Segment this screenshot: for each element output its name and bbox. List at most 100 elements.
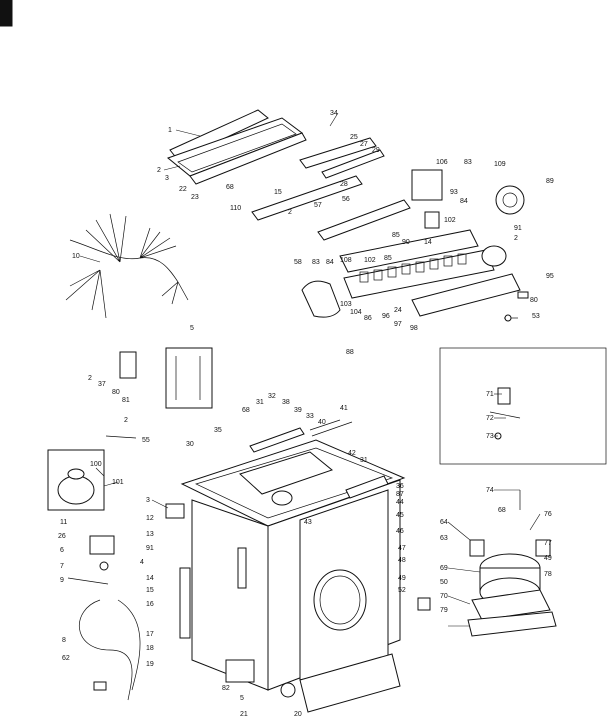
callout: 14: [424, 239, 432, 246]
callout: 31: [360, 457, 368, 464]
callout: 80: [530, 297, 538, 304]
callout: 90: [402, 239, 410, 246]
callout: 34: [330, 110, 338, 117]
callout: 15: [146, 587, 154, 594]
callout: 38: [282, 399, 290, 406]
callout: 6: [60, 547, 64, 554]
callout: 69: [440, 565, 448, 572]
callout: 1: [168, 127, 172, 134]
callout: 16: [146, 601, 154, 608]
callout: 18: [146, 645, 154, 652]
callout: 35: [214, 427, 222, 434]
left-parts: [47, 347, 213, 701]
callout: 83: [464, 159, 472, 166]
callout: 44: [396, 499, 404, 506]
cabinet: [165, 419, 406, 713]
callout: 55: [142, 437, 150, 444]
callout: 23: [191, 194, 199, 201]
callout: 39: [294, 407, 302, 414]
leader-lines: [79, 112, 541, 627]
callout: 49: [398, 575, 406, 582]
callout: 88: [346, 349, 354, 356]
callout: 76: [544, 511, 552, 518]
callout: 85: [384, 255, 392, 262]
callout: 72: [486, 415, 494, 422]
callout: 63: [440, 535, 448, 542]
callout: 19: [146, 661, 154, 668]
callout: 5: [240, 695, 244, 702]
motor-assembly: [417, 490, 557, 637]
callout: 68: [242, 407, 250, 414]
callout: 95: [546, 273, 554, 280]
callout: 74: [486, 487, 494, 494]
callout: 79: [440, 607, 448, 614]
callout: 102: [364, 257, 376, 264]
callout: 2: [288, 209, 292, 216]
callout: 77: [544, 540, 552, 547]
callout: 43: [304, 519, 312, 526]
wire-harness: [65, 213, 189, 319]
callout: 58: [294, 259, 302, 266]
callout: 62: [62, 655, 70, 662]
callout: 20: [294, 711, 302, 718]
callout: 9: [60, 577, 64, 584]
callout: 50: [440, 579, 448, 586]
callout: 36: [396, 483, 404, 490]
callout: 78: [544, 571, 552, 578]
callout: 53: [532, 313, 540, 320]
callouts: 1 2 3 34 25 27 29 22 23 68 110 15 28 56 …: [58, 110, 554, 718]
console-group: [166, 109, 529, 322]
callout: 12: [146, 515, 154, 522]
callout: 52: [398, 587, 406, 594]
callout: 56: [342, 196, 350, 203]
callout: 84: [460, 198, 468, 205]
callout: 2: [157, 167, 161, 174]
callout: 101: [112, 479, 124, 486]
callout: 24: [394, 307, 402, 314]
callout: 106: [436, 159, 448, 166]
callout: 110: [230, 205, 241, 212]
callout: 96: [382, 313, 390, 320]
callout: 45: [396, 512, 404, 519]
callout: 37: [98, 381, 106, 388]
callout: 87: [396, 491, 404, 498]
callout: 30: [186, 441, 194, 448]
callout: 84: [326, 259, 334, 266]
callout: 2: [514, 235, 518, 242]
callout: 10: [72, 253, 80, 260]
callout: 2: [124, 417, 128, 424]
callout: 29: [372, 147, 380, 154]
callout: 108: [340, 257, 352, 264]
callout: 14: [146, 575, 154, 582]
callout: 102: [444, 217, 456, 224]
callout: 15: [274, 189, 282, 196]
callout: 73: [486, 433, 494, 440]
callout: 100: [90, 461, 102, 468]
callout: 98: [410, 325, 418, 332]
callout: 3: [146, 497, 150, 504]
callout: 91: [514, 225, 522, 232]
callout: 32: [268, 393, 276, 400]
callout: 13: [146, 531, 154, 538]
callout: 48: [398, 557, 406, 564]
callout: 93: [450, 189, 458, 196]
callout: 70: [440, 593, 448, 600]
callout: 68: [226, 184, 234, 191]
callout: 109: [494, 161, 506, 168]
callout: 17: [146, 631, 154, 638]
inset-parts: [489, 387, 521, 440]
corner-mark: [0, 0, 13, 27]
inset-frame: [439, 347, 607, 465]
callout: 91: [146, 545, 154, 552]
callout: 3: [165, 175, 169, 182]
callout: 81: [122, 397, 130, 404]
callout: 22: [179, 186, 187, 193]
callout: 83: [312, 259, 320, 266]
callout: 8: [62, 637, 66, 644]
callout: 64: [440, 519, 448, 526]
callout: 11: [60, 519, 67, 526]
callout: 27: [360, 141, 368, 148]
callout: 31: [256, 399, 264, 406]
callout: 71: [486, 391, 494, 398]
